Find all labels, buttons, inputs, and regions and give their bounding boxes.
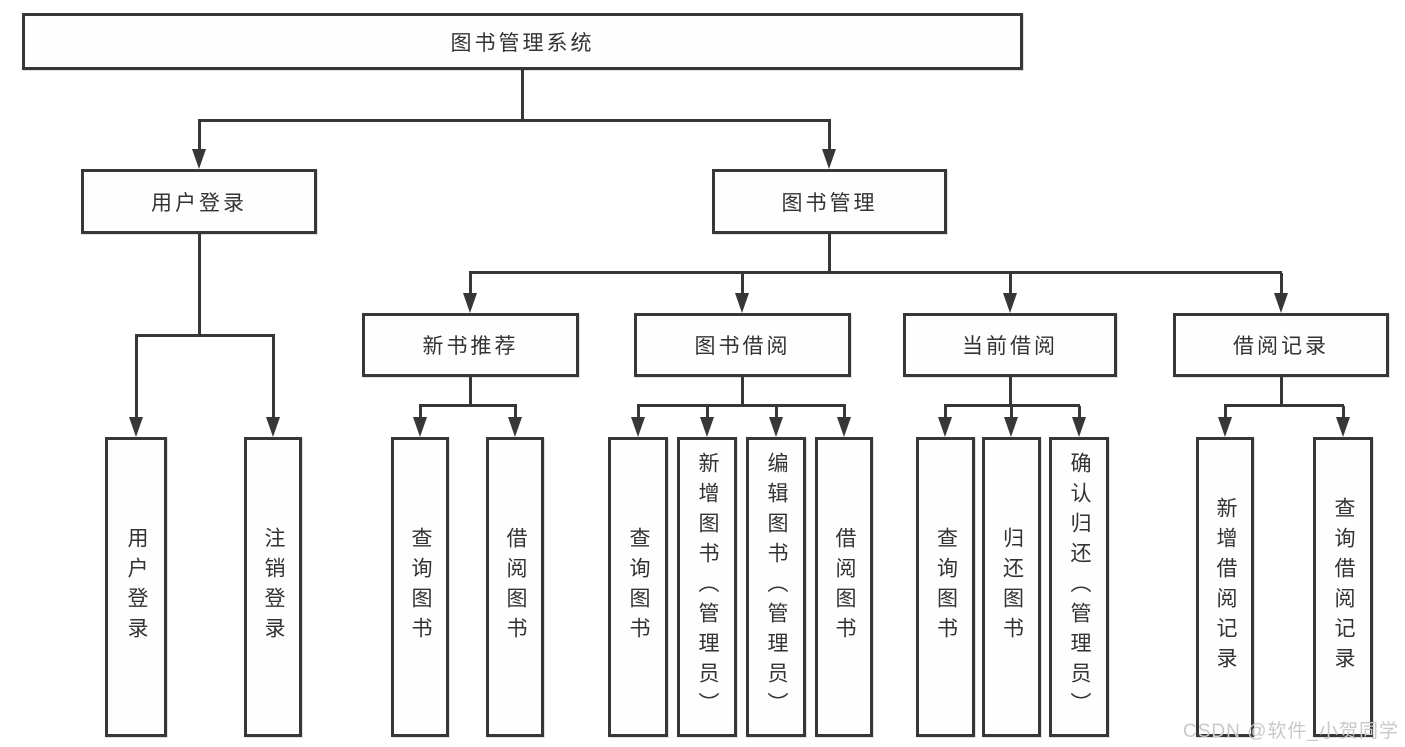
csdn-watermark: CSDN @软件_小贺同学 bbox=[1183, 721, 1399, 742]
leaf-query-books-recommend: 查询图书 bbox=[391, 437, 449, 737]
leaf-logout: 注销登录 bbox=[244, 437, 302, 737]
arrowhead-leaf-user-login bbox=[129, 417, 143, 437]
connector-level3-rail bbox=[469, 271, 1282, 274]
connector-drop-borrow-books-1 bbox=[514, 406, 517, 418]
leaf-return-book: 归还图书 bbox=[982, 437, 1041, 737]
connector-drop-add-borrow-record bbox=[1224, 406, 1227, 418]
connector-drop-query-books-1 bbox=[419, 406, 422, 418]
connector-drop-return-book bbox=[1010, 406, 1013, 418]
connector-drop-confirm-return bbox=[1078, 406, 1081, 418]
connector-drop-add-book bbox=[706, 406, 709, 418]
leaf-borrow-books-recommend: 借阅图书 bbox=[486, 437, 544, 737]
connector-drop-query-books-2 bbox=[637, 406, 640, 418]
node-user-login: 用户登录 bbox=[81, 169, 317, 234]
arrowhead-borrow-books-2 bbox=[837, 417, 851, 437]
leaf-confirm-return-admin: 确认归还（管理员） bbox=[1049, 437, 1109, 737]
arrowhead-book-borrow bbox=[735, 293, 749, 313]
node-book-borrowing: 图书借阅 bbox=[634, 313, 851, 377]
node-borrowing-records: 借阅记录 bbox=[1173, 313, 1389, 377]
arrowhead-query-books-2 bbox=[631, 417, 645, 437]
connector-drop-book-borrow bbox=[741, 273, 744, 294]
connector-level2-rail bbox=[198, 119, 831, 122]
connector-book-borrow-rail bbox=[637, 404, 846, 407]
arrowhead-borrow-books-1 bbox=[508, 417, 522, 437]
connector-drop-user-login bbox=[198, 120, 201, 150]
connector-drop-query-books-3 bbox=[944, 406, 947, 418]
arrowhead-borrow-records bbox=[1274, 293, 1288, 313]
connector-borrow-records-rail bbox=[1224, 404, 1344, 407]
connector-drop-book-management bbox=[828, 120, 831, 150]
connector-current-borrow-stub bbox=[1009, 377, 1012, 406]
connector-borrow-records-stub bbox=[1280, 377, 1283, 406]
arrowhead-confirm-return bbox=[1072, 417, 1086, 437]
connector-root-stub bbox=[521, 69, 524, 120]
connector-drop-leaf-logout bbox=[272, 336, 275, 418]
arrowhead-query-borrow-record bbox=[1336, 417, 1350, 437]
connector-drop-query-borrow-record bbox=[1342, 406, 1345, 418]
arrowhead-edit-book bbox=[769, 417, 783, 437]
connector-new-book-rail bbox=[419, 404, 517, 407]
leaf-user-login: 用户登录 bbox=[105, 437, 167, 737]
connector-drop-current-borrow bbox=[1009, 273, 1012, 294]
connector-current-borrow-rail bbox=[944, 404, 1080, 407]
connector-book-management-stub bbox=[828, 233, 831, 273]
leaf-add-book-admin: 新增图书（管理员） bbox=[677, 437, 737, 737]
arrowhead-add-borrow-record bbox=[1218, 417, 1232, 437]
connector-book-borrow-stub bbox=[741, 377, 744, 406]
node-book-management: 图书管理 bbox=[712, 169, 947, 234]
arrowhead-current-borrow bbox=[1003, 293, 1017, 313]
connector-user-login-rail bbox=[135, 334, 275, 337]
leaf-query-books-current: 查询图书 bbox=[916, 437, 975, 737]
node-current-borrowing: 当前借阅 bbox=[903, 313, 1117, 377]
arrowhead-query-books-1 bbox=[413, 417, 427, 437]
connector-new-book-stub bbox=[469, 377, 472, 406]
leaf-query-borrow-record: 查询借阅记录 bbox=[1313, 437, 1373, 737]
arrowhead-return-book bbox=[1004, 417, 1018, 437]
connector-drop-new-book bbox=[469, 273, 472, 294]
leaf-add-borrow-record: 新增借阅记录 bbox=[1196, 437, 1254, 737]
arrowhead-new-book bbox=[463, 293, 477, 313]
connector-drop-borrow-records bbox=[1280, 273, 1283, 294]
arrowhead-leaf-logout bbox=[266, 417, 280, 437]
connector-user-login-stub bbox=[198, 233, 201, 336]
arrowhead-book-management bbox=[822, 149, 836, 169]
arrowhead-add-book bbox=[700, 417, 714, 437]
node-library-management-system: 图书管理系统 bbox=[22, 13, 1023, 70]
leaf-borrow-books-borrowing: 借阅图书 bbox=[815, 437, 873, 737]
connector-drop-borrow-books-2 bbox=[843, 406, 846, 418]
leaf-query-books-borrowing: 查询图书 bbox=[608, 437, 668, 737]
arrowhead-user-login bbox=[192, 149, 206, 169]
leaf-edit-book-admin: 编辑图书（管理员） bbox=[746, 437, 806, 737]
connector-drop-edit-book bbox=[775, 406, 778, 418]
arrowhead-query-books-3 bbox=[938, 417, 952, 437]
connector-drop-leaf-user-login bbox=[135, 336, 138, 418]
node-new-book-recommendation: 新书推荐 bbox=[362, 313, 579, 377]
